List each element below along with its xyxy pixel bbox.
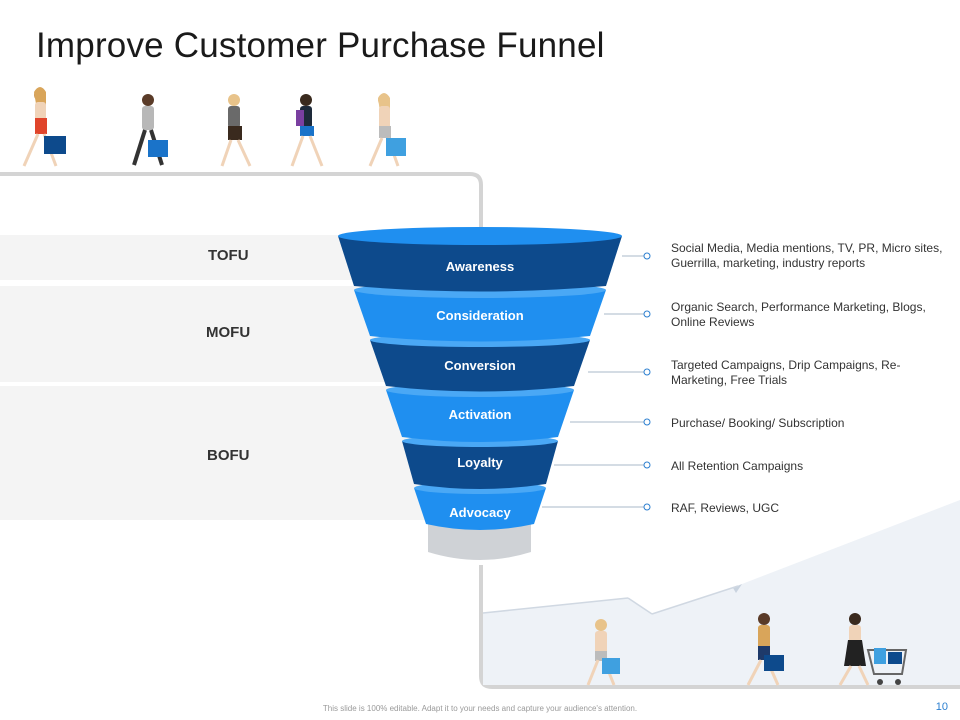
- frame-line-top: [0, 172, 483, 228]
- bofu-label: BOFU: [207, 447, 250, 464]
- stage-description-advocacy: RAF, Reviews, UGC: [671, 501, 780, 515]
- stage-label-advocacy: Advocacy: [449, 505, 511, 520]
- shopper-figure-4: [290, 94, 324, 167]
- growth-line: [482, 597, 629, 614]
- funnel-stage-awareness: [338, 236, 622, 292]
- footer-note: This slide is 100% editable. Adapt it to…: [322, 704, 638, 713]
- stage-label-loyalty: Loyalty: [457, 455, 503, 470]
- funnel-stage-loyalty: [402, 441, 558, 489]
- shopper-figure-1: [22, 87, 66, 167]
- shopper-figure-7: [746, 613, 784, 686]
- funnel-stage-conversion: [370, 340, 590, 392]
- growth-arrow-head: [733, 584, 742, 593]
- funnel-rim: [338, 227, 622, 245]
- shopper-figure-6: [586, 619, 620, 686]
- page-number: 10: [935, 701, 948, 713]
- stage-label-consideration: Consideration: [436, 308, 523, 323]
- stage-description-loyalty: All Retention Campaigns: [671, 459, 804, 473]
- mofu-label: MOFU: [206, 324, 251, 341]
- slide-title: Improve Customer Purchase Funnel: [36, 26, 605, 65]
- funnel-stage-activation: [386, 390, 574, 442]
- shopper-with-cart: [838, 613, 908, 686]
- shopper-figure-3: [220, 94, 252, 167]
- stage-label-activation: Activation: [449, 407, 512, 422]
- shopper-figure-5: [368, 93, 406, 167]
- shopper-figure-2: [132, 94, 168, 166]
- stage-description-conversion: Targeted Campaigns, Drip Campaigns, Re-M…: [671, 358, 901, 387]
- funnel-stage-consideration: [354, 290, 606, 342]
- stage-description-awareness: Social Media, Media mentions, TV, PR, Mi…: [671, 241, 943, 270]
- stage-description-consideration: Organic Search, Performance Marketing, B…: [671, 300, 926, 329]
- bofu-band: [0, 386, 430, 522]
- stage-label-conversion: Conversion: [444, 358, 516, 373]
- stage-label-awareness: Awareness: [446, 259, 514, 274]
- funnel-stage-advocacy: [414, 488, 546, 530]
- tofu-label: TOFU: [208, 247, 249, 264]
- stage-description-activation: Purchase/ Booking/ Subscription: [671, 416, 845, 430]
- connector-lines: [542, 252, 651, 511]
